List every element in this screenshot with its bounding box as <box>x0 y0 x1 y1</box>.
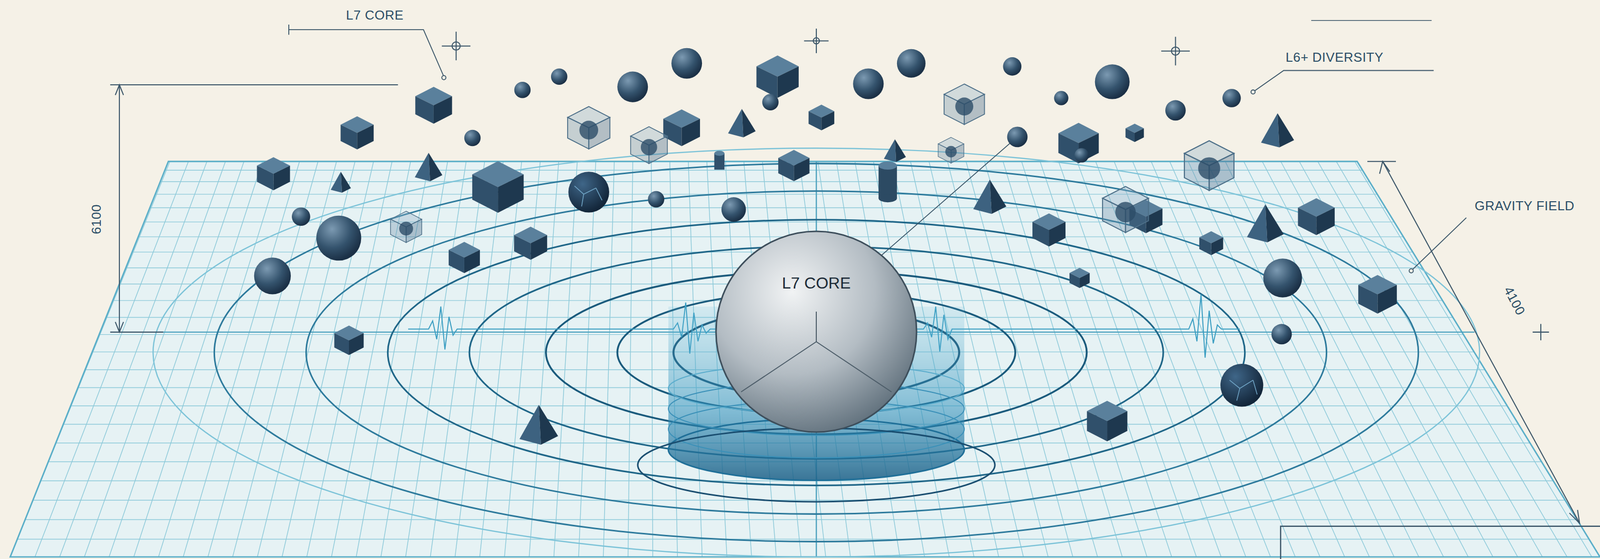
grid-line <box>306 161 393 559</box>
grid-line <box>356 161 430 559</box>
grid-line <box>627 161 633 559</box>
grid-line <box>1243 161 1446 559</box>
grid-line <box>578 161 596 559</box>
grid-line <box>0 193 1600 195</box>
grid-line <box>651 161 653 559</box>
grid-line <box>0 221 1600 223</box>
grid-line <box>1206 161 1396 559</box>
node-label: L7 CORE <box>782 273 851 293</box>
callout-label: GRAVITY FIELD <box>1474 198 1575 214</box>
callout-label: L6+ DIVERSITY <box>1285 50 1384 66</box>
gravity-field-rings <box>152 147 1480 557</box>
grid-line <box>232 161 337 559</box>
grid-line <box>0 518 1600 520</box>
grid-line <box>553 161 578 559</box>
grid-line <box>0 161 133 559</box>
grid-line <box>1095 161 1247 559</box>
grid-line <box>1262 161 1470 559</box>
grid-line <box>984 161 1099 559</box>
grid-line <box>1077 161 1222 559</box>
sphere-shape <box>714 229 919 434</box>
grid-line <box>281 161 374 559</box>
grid-line <box>1429 161 1600 559</box>
grid-line <box>0 161 59 559</box>
dimension-label: 4100 <box>1500 284 1528 318</box>
dimension-label: 6100 <box>89 204 105 235</box>
floating-pyramids <box>330 108 1295 445</box>
dimension-lines <box>110 20 1580 523</box>
core-sphere: L7 CORE <box>714 229 919 434</box>
grid-line <box>1317 161 1544 559</box>
grid-line <box>0 538 1600 540</box>
grid-line <box>0 207 1600 208</box>
grid-line <box>58 161 207 559</box>
grid-plane <box>0 161 1600 559</box>
grid-line <box>1336 161 1569 559</box>
leader-line <box>288 24 1467 276</box>
grid-line <box>454 161 503 559</box>
grid-line <box>83 161 226 559</box>
crosshair-symbol <box>441 28 1549 340</box>
grid-line <box>0 161 78 559</box>
grid-line <box>1354 161 1593 559</box>
grid-line <box>132 161 263 559</box>
grid-line <box>1151 161 1321 559</box>
grid-line <box>34 161 189 559</box>
grid-line <box>0 181 1600 182</box>
grid-line <box>528 161 559 559</box>
grid-line <box>1466 161 1600 559</box>
floating-cubes <box>256 55 1397 442</box>
grid-line <box>1447 161 1600 559</box>
grid-line <box>1410 161 1600 559</box>
grid-line <box>1280 161 1494 559</box>
callout-label: L7 CORE <box>345 8 404 24</box>
grid-line <box>479 161 522 559</box>
grid-line <box>182 161 300 559</box>
grid-line <box>966 161 1074 559</box>
grid-line <box>1373 161 1600 559</box>
grid-line <box>207 161 319 559</box>
grid-line <box>0 499 1600 500</box>
grid-line <box>0 558 1600 559</box>
grid-line <box>1391 161 1600 559</box>
grid-line <box>0 161 96 559</box>
